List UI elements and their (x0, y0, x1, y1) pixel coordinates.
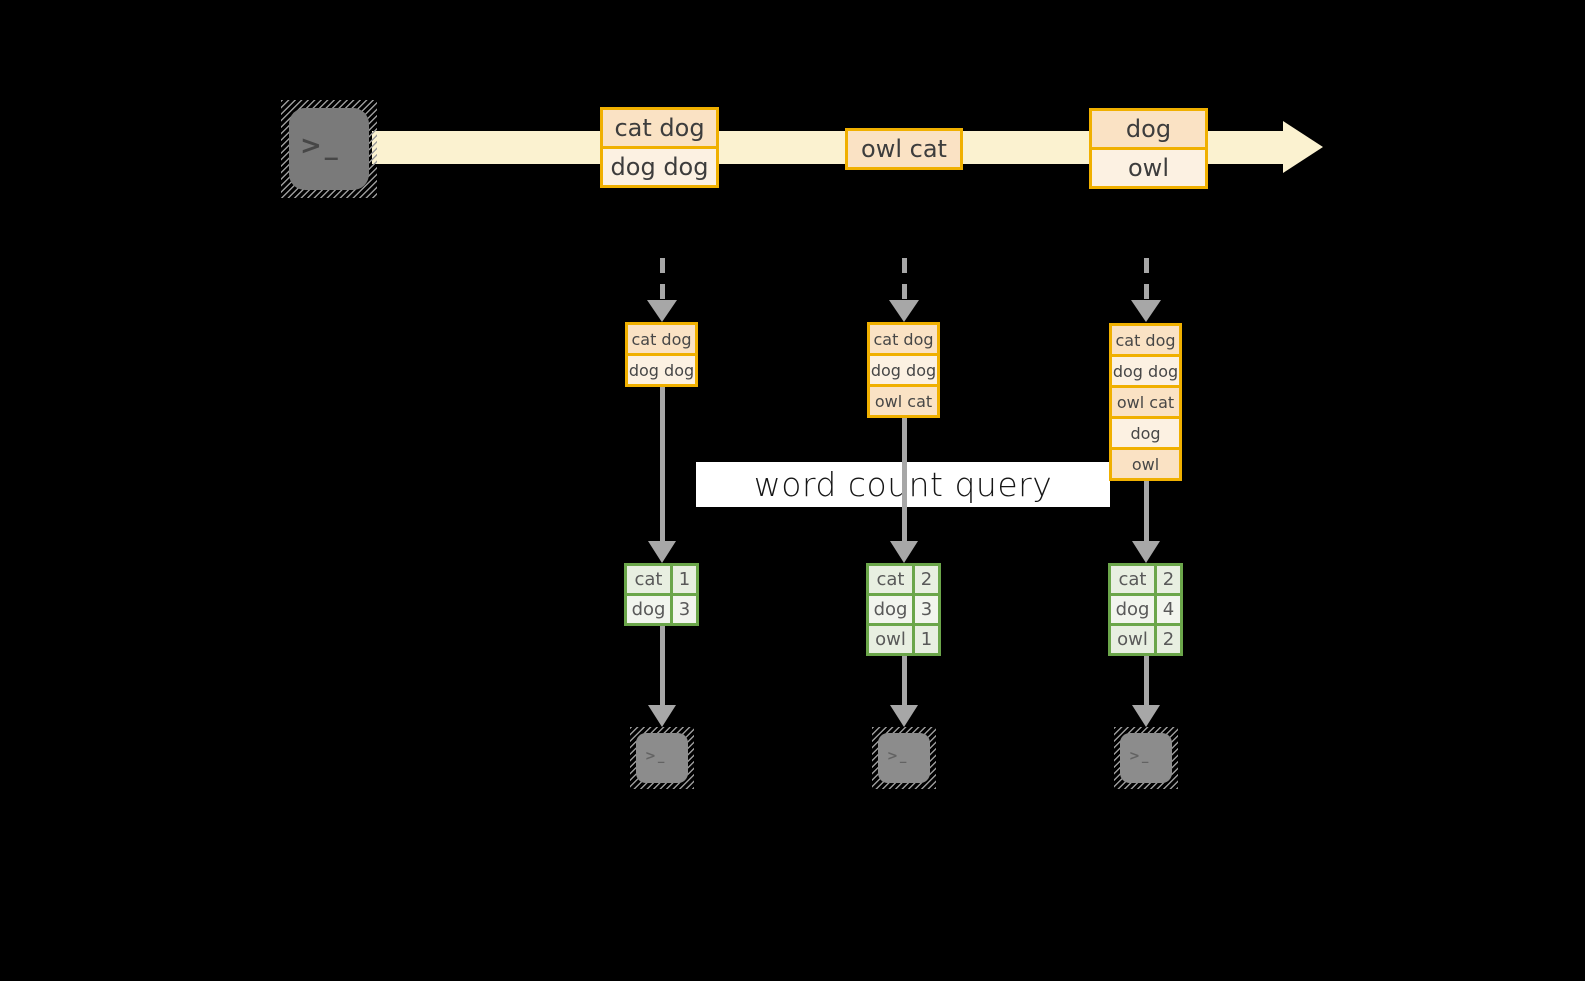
stream-record-group-1: cat dog dog dog (600, 107, 719, 188)
count-word-cell: owl (869, 626, 912, 653)
ingest-arrow-line-2 (901, 258, 907, 301)
ingest-arrow-line-3 (1143, 258, 1149, 301)
stream-record-group-3: dog owl (1089, 108, 1208, 189)
output-arrow-head-icon (890, 705, 918, 727)
count-word-cell: cat (627, 566, 670, 593)
query-arrow-head-icon (1132, 541, 1160, 563)
count-table-3: cat 2 dog 4 owl 2 (1108, 563, 1183, 656)
state-stack-2: cat dog dog dog owl cat (867, 322, 940, 418)
output-arrow-head-icon (1132, 705, 1160, 727)
terminal-source-icon: >_ (281, 100, 377, 198)
stream-arrow-head-icon (1283, 121, 1323, 173)
output-arrow-head-icon (648, 705, 676, 727)
stream-record: cat dog (603, 110, 716, 146)
count-value-cell: 3 (673, 596, 696, 623)
count-value-cell: 2 (915, 566, 938, 593)
output-arrow-line-3 (1143, 656, 1149, 705)
query-arrow-line-3 (1143, 481, 1149, 541)
query-arrow-line-1 (659, 387, 665, 541)
count-word-cell: cat (1111, 566, 1154, 593)
state-stack-3: cat dog dog dog owl cat dog owl (1109, 323, 1182, 481)
count-value-cell: 3 (915, 596, 938, 623)
query-arrow-line-2 (901, 418, 907, 541)
count-word-cell: owl (1111, 626, 1154, 653)
state-stack-1: cat dog dog dog (625, 322, 698, 387)
count-word-cell: cat (869, 566, 912, 593)
state-record: dog dog (628, 353, 695, 384)
count-word-cell: dog (869, 596, 912, 623)
terminal-screen: >_ (289, 108, 369, 190)
state-record: owl cat (1112, 385, 1179, 416)
count-word-cell: dog (1111, 596, 1154, 623)
count-value-cell: 1 (673, 566, 696, 593)
state-record: cat dog (628, 325, 695, 353)
ingest-arrow-head-icon (1131, 300, 1161, 322)
terminal-screen: >_ (1120, 733, 1172, 783)
output-arrow-line-2 (901, 656, 907, 705)
state-record: cat dog (870, 325, 937, 353)
count-value-cell: 1 (915, 626, 938, 653)
terminal-screen: >_ (636, 733, 688, 783)
count-table-2: cat 2 dog 3 owl 1 (866, 563, 941, 656)
output-arrow-line-1 (659, 626, 665, 705)
stream-record-group-2: owl cat (845, 128, 963, 170)
terminal-output-icon-3: >_ (1114, 727, 1178, 789)
ingest-arrow-head-icon (647, 300, 677, 322)
count-table-1: cat 1 dog 3 (624, 563, 699, 626)
query-arrow-head-icon (648, 541, 676, 563)
count-word-cell: dog (627, 596, 670, 623)
terminal-output-icon-2: >_ (872, 727, 936, 789)
terminal-prompt-icon: >_ (645, 749, 667, 764)
count-value-cell: 2 (1157, 626, 1180, 653)
count-value-cell: 4 (1157, 596, 1180, 623)
query-arrow-head-icon (890, 541, 918, 563)
stream-record: owl (1092, 147, 1205, 186)
state-record: dog dog (1112, 354, 1179, 385)
terminal-output-icon-1: >_ (630, 727, 694, 789)
state-record: cat dog (1112, 326, 1179, 354)
state-record: owl cat (870, 384, 937, 415)
terminal-prompt-icon: >_ (1129, 749, 1151, 764)
stream-record: owl cat (848, 131, 960, 167)
state-record: dog (1112, 416, 1179, 447)
state-record: dog dog (870, 353, 937, 384)
terminal-prompt-icon: >_ (887, 749, 909, 764)
count-value-cell: 2 (1157, 566, 1180, 593)
ingest-arrow-head-icon (889, 300, 919, 322)
stream-record: dog (1092, 111, 1205, 147)
terminal-prompt-icon: >_ (300, 131, 341, 161)
state-record: owl (1112, 447, 1179, 478)
stream-record: dog dog (603, 146, 716, 185)
terminal-screen: >_ (878, 733, 930, 783)
ingest-arrow-line-1 (659, 258, 665, 301)
